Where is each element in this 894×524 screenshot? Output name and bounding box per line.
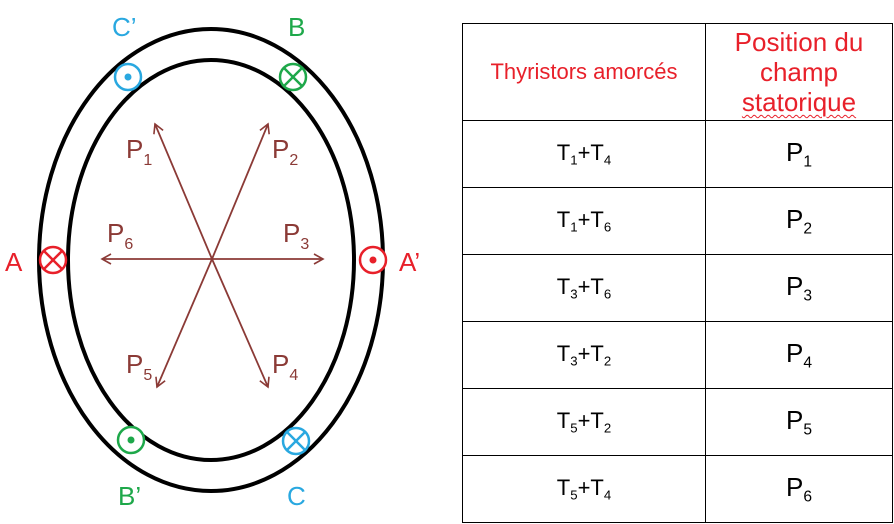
conductor-B-cross-icon [278, 62, 308, 92]
position-index: 5 [803, 421, 813, 439]
letter-P: P [785, 136, 804, 167]
table-header-row: Thyristors amorcés Position du champ sta… [462, 23, 893, 121]
thyristor-index: 4 [603, 152, 612, 168]
conductor-A-prime-dot-icon [358, 245, 388, 275]
position-index: 3 [803, 287, 813, 305]
vector-label-P3: P3 [283, 218, 309, 253]
vector-P2-arrow [211, 122, 270, 260]
header-field-position: Position du champ statorique [705, 23, 893, 121]
thyristor-index: 4 [603, 487, 612, 503]
vector-P4-arrow [211, 258, 270, 389]
vector-label-P6: P6 [107, 218, 133, 253]
conductor-C-cross-icon [281, 426, 311, 456]
conductor-C-prime-dot-icon [113, 62, 143, 92]
conductor-A-cross-icon [38, 245, 68, 275]
letter-P: P [785, 471, 804, 502]
plus-sign: + [577, 274, 591, 300]
letter-T: T [590, 475, 604, 501]
plus-sign: + [577, 475, 591, 501]
thyristor-index: 2 [603, 353, 612, 369]
thyristor-index: 6 [603, 286, 612, 302]
vector-label-P1: P1 [126, 134, 152, 169]
cell-position: P3 [705, 254, 893, 322]
letter-T: T [556, 341, 571, 367]
letter-T: T [590, 207, 604, 233]
cell-thyristors: T1+T4 [462, 120, 706, 188]
letter-T: T [590, 341, 604, 367]
plus-sign: + [577, 341, 591, 367]
plus-sign: + [577, 207, 591, 233]
thyristor-index: 2 [603, 420, 612, 436]
label-B: B [288, 12, 305, 42]
cell-thyristors: T5+T4 [462, 455, 706, 523]
table-row: T3+T2 P4 [462, 321, 893, 389]
vector-P1-arrow [153, 122, 213, 260]
thyristor-index: 3 [570, 286, 578, 302]
position-index: 4 [803, 354, 813, 372]
conductor-B-prime-dot-icon [116, 425, 146, 455]
table-row: T1+T6 P2 [462, 187, 893, 255]
cell-position: P1 [705, 120, 893, 188]
letter-T: T [590, 140, 604, 166]
header-field-position-line1: Position du champ [734, 27, 864, 87]
vector-label-P4: P4 [272, 349, 298, 384]
stator-inner-ring [66, 58, 356, 462]
thyristor-index: 6 [603, 219, 612, 235]
table-row: T3+T6 P3 [462, 254, 893, 322]
letter-P: P [785, 404, 804, 435]
vector-label-P5: P5 [126, 349, 152, 384]
cell-thyristors: T1+T6 [462, 187, 706, 255]
thyristor-index: 3 [570, 353, 578, 369]
letter-T: T [556, 140, 571, 166]
stator-field-diagram: A A’ B B’ C C’ P1 P2 P3 P4 P5 P6 [5, 12, 420, 511]
thyristor-index: 1 [570, 219, 578, 235]
thyristor-index: 5 [570, 420, 578, 436]
plus-sign: + [577, 140, 591, 166]
thyristor-index: 1 [570, 152, 578, 168]
header-field-position-line2: statorique [741, 87, 857, 117]
cell-thyristors: T3+T6 [462, 254, 706, 322]
letter-P: P [785, 203, 804, 234]
vector-P5-arrow [155, 258, 213, 389]
letter-T: T [590, 408, 604, 434]
table-row: T5+T4 P6 [462, 455, 893, 523]
letter-P: P [785, 270, 804, 301]
table-row: T1+T4 P1 [462, 120, 893, 188]
label-C: C [287, 481, 306, 511]
label-A-prime: A’ [399, 247, 420, 277]
letter-T: T [590, 274, 604, 300]
label-C-prime: C’ [112, 12, 137, 42]
label-A: A [5, 247, 23, 277]
label-B-prime: B’ [118, 481, 141, 511]
plus-sign: + [577, 408, 591, 434]
letter-T: T [556, 408, 571, 434]
cell-thyristors: T3+T2 [462, 321, 706, 389]
table-row: T5+T2 P5 [462, 388, 893, 456]
cell-position: P5 [705, 388, 893, 456]
header-thyristors: Thyristors amorcés [462, 23, 706, 121]
letter-P: P [785, 337, 804, 368]
cell-position: P2 [705, 187, 893, 255]
letter-T: T [556, 475, 571, 501]
position-index: 1 [803, 153, 813, 171]
cell-thyristors: T5+T2 [462, 388, 706, 456]
letter-T: T [556, 274, 571, 300]
cell-position: P4 [705, 321, 893, 389]
letter-T: T [556, 207, 571, 233]
thyristor-index: 5 [570, 487, 578, 503]
cell-position: P6 [705, 455, 893, 523]
vector-label-P2: P2 [272, 134, 298, 169]
position-index: 2 [803, 220, 813, 238]
position-index: 6 [803, 488, 813, 506]
thyristor-table: Thyristors amorcés Position du champ sta… [462, 23, 893, 523]
